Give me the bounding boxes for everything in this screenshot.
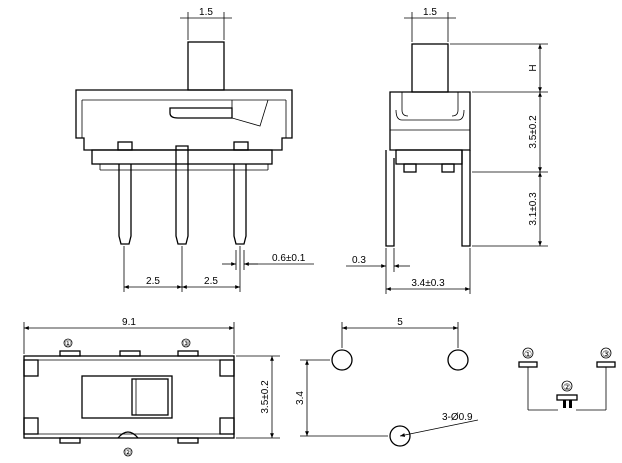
side-view: 1.5 H 3.5±0.2 3.1±0.3 0.3 3.4±0.3 [346,7,548,294]
top-length-label: 9.1 [122,317,136,328]
top-slider-window [81,375,173,419]
side-pin-length-label: 3.1±0.3 [528,192,539,226]
side-actuator [411,43,449,93]
top-pin2-label: ② [124,448,131,457]
schematic-common [556,394,578,401]
front-pin-width-label: 0.6±0.1 [272,253,306,264]
front-base [91,149,273,165]
top-view: ① ③ ② 9.1 3.5±0.2 [23,317,280,457]
side-pin-thickness-label: 0.3 [352,255,366,266]
top-width-label: 3.5±0.2 [260,380,271,414]
footprint-hole-2 [389,425,411,447]
front-view: 1.5 2.5 2.5 0.6±0.1 [75,7,314,292]
footprint-hole-1 [331,349,353,371]
footprint-hole-callout: 3-Ø0.9 [442,412,473,423]
schematic-contact-3 [596,361,616,368]
top-pin3-label: ③ [182,339,189,348]
front-actuator-width-label: 1.5 [199,7,213,18]
front-housing-top [75,89,293,151]
front-pin-2 [175,145,189,245]
schematic-pin3-label: ③ [602,349,610,359]
side-actuator-height-label: H [528,64,539,71]
footprint-hole-3 [447,349,469,371]
schematic-pin2-label: ② [563,382,571,392]
front-pitch-right-label: 2.5 [204,276,218,287]
top-pin1-label: ① [64,339,71,348]
footprint: 5 3.4 3-Ø0.9 [295,317,479,447]
side-pin-right [461,150,471,247]
top-body [23,355,235,439]
side-pin-spacing-label: 3.4±0.3 [411,278,445,289]
schematic-pin1-label: ① [524,349,532,359]
side-body-height-label: 3.5±0.2 [528,115,539,149]
front-slider-slot [169,107,233,119]
front-pitch-left-label: 2.5 [146,276,160,287]
side-pin-left [385,150,395,247]
schematic: ① ③ ② [518,347,616,411]
side-actuator-width-label: 1.5 [423,7,437,18]
front-pin-3 [233,164,247,245]
top-slider-knob [131,378,169,416]
front-pin-1 [118,164,132,245]
footprint-spacing-y-label: 3.4 [295,391,306,405]
front-actuator [187,41,225,91]
schematic-contact-1 [518,361,538,368]
footprint-spacing-x-label: 5 [397,317,403,328]
